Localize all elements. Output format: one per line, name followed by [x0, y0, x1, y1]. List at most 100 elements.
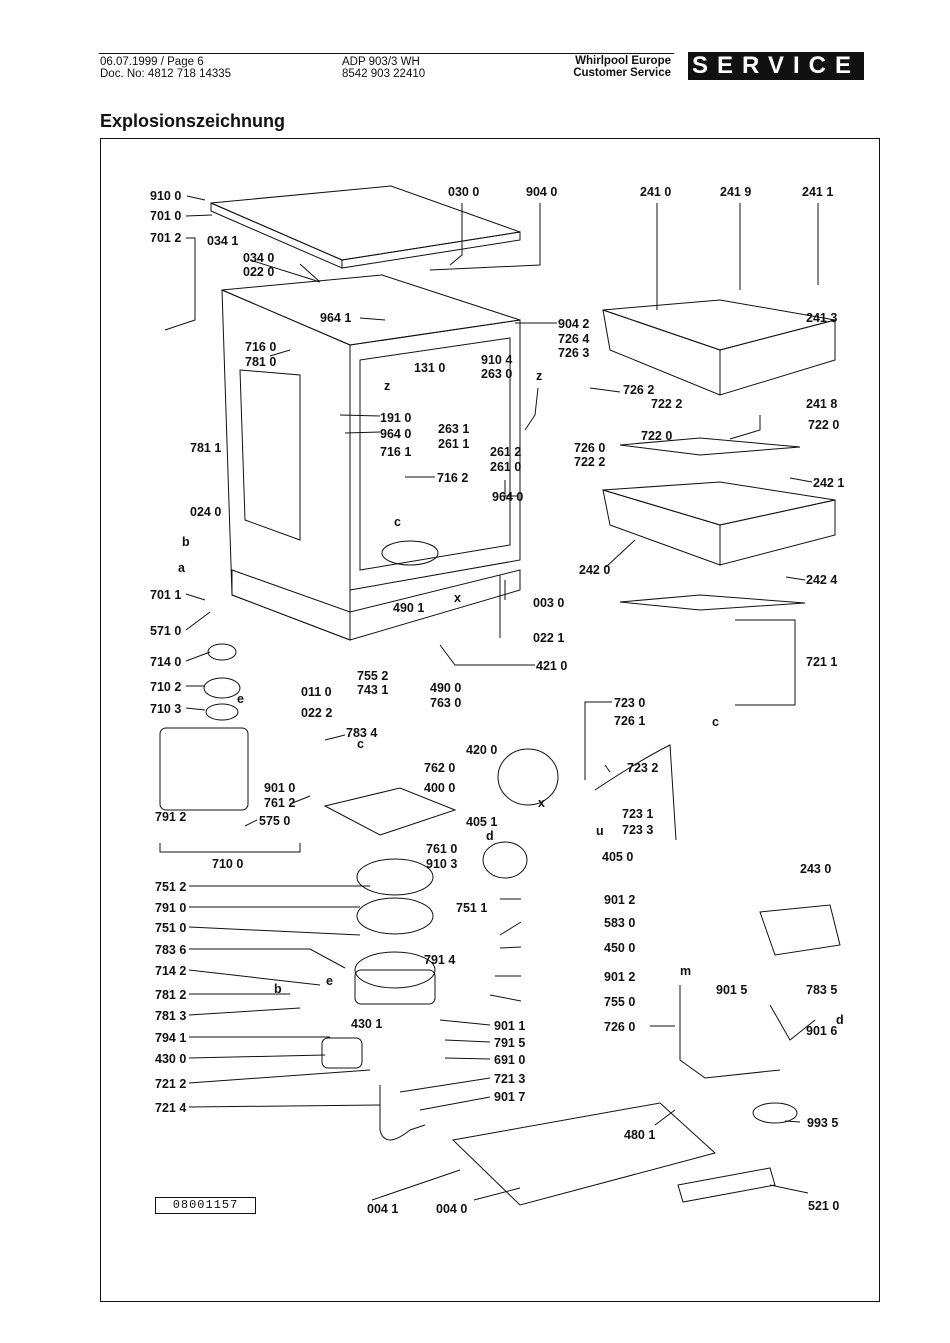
- header-date-doc: 06.07.1999 / Page 6 Doc. No: 4812 718 14…: [100, 56, 231, 80]
- ref-letter-d-2: d: [836, 1013, 844, 1027]
- part-outlines: [159, 185, 841, 1206]
- sump-gasket: [356, 858, 434, 896]
- label-723-1: 723 1: [622, 807, 653, 821]
- label-716-1: 716 1: [380, 445, 411, 459]
- sump-body: [354, 951, 436, 989]
- inlet-hose-2: [769, 1004, 816, 1041]
- leader-lines: [159, 195, 819, 1201]
- funnel: [752, 1102, 798, 1124]
- label-722-0a: 722 0: [641, 429, 672, 443]
- label-701-1: 701 1: [150, 588, 181, 602]
- label-783-6: 783 6: [155, 943, 186, 957]
- ref-letter-c: c: [394, 515, 401, 529]
- label-964-0a: 964 0: [380, 427, 411, 441]
- label-751-2: 751 2: [155, 880, 186, 894]
- label-003-0: 003 0: [533, 596, 564, 610]
- label-761-2: 761 2: [264, 796, 295, 810]
- drawing-frame: [100, 138, 880, 1302]
- filter-plate: [323, 787, 457, 836]
- label-783-4: 783 4: [346, 726, 377, 740]
- label-722-0b: 722 0: [808, 418, 839, 432]
- label-993-5: 993 5: [807, 1116, 838, 1130]
- label-964-1: 964 1: [320, 311, 351, 325]
- motor-body: [497, 748, 559, 806]
- ref-letter-e-2: e: [326, 974, 333, 988]
- label-723-3: 723 3: [622, 823, 653, 837]
- label-583-0: 583 0: [604, 916, 635, 930]
- label-004-1: 004 1: [367, 1202, 398, 1216]
- ref-letter-z-2: z: [536, 369, 542, 383]
- sump-ring: [356, 897, 434, 935]
- label-405-0: 405 0: [602, 850, 633, 864]
- label-781-3: 781 3: [155, 1009, 186, 1023]
- label-783-5: 783 5: [806, 983, 837, 997]
- label-405-1: 405 1: [466, 815, 497, 829]
- header-company: Whirlpool Europe Customer Service: [567, 55, 671, 79]
- ref-letter-d: d: [486, 829, 494, 843]
- label-743-1: 743 1: [357, 683, 388, 697]
- label-791-2: 791 2: [155, 810, 186, 824]
- label-751-0: 751 0: [155, 921, 186, 935]
- ref-letter-b-2: b: [274, 982, 282, 996]
- worktop-edge-right: [341, 231, 521, 269]
- label-781-1: 781 1: [190, 441, 221, 455]
- label-791-4: 791 4: [424, 953, 455, 967]
- cabinet-back: [221, 274, 521, 346]
- label-791-5: 791 5: [494, 1036, 525, 1050]
- label-726-4: 726 4: [558, 332, 589, 346]
- label-490-1: 490 1: [393, 601, 424, 615]
- label-263-0: 263 0: [481, 367, 512, 381]
- label-721-3: 721 3: [494, 1072, 525, 1086]
- sump-lower: [354, 969, 436, 1005]
- ref-letter-b: b: [182, 535, 190, 549]
- ref-letter-m: m: [680, 964, 691, 978]
- label-241-1: 241 1: [802, 185, 833, 199]
- label-022-1: 022 1: [533, 631, 564, 645]
- label-726-3: 726 3: [558, 346, 589, 360]
- label-721-2: 721 2: [155, 1077, 186, 1091]
- label-751-1: 751 1: [456, 901, 487, 915]
- header-doc-no: Doc. No: 4812 718 14335: [100, 68, 232, 80]
- label-723-0: 723 0: [614, 696, 645, 710]
- label-521-0: 521 0: [808, 1199, 839, 1213]
- cabinet-front: [349, 319, 521, 591]
- header-model-number: 8542 903 22410: [342, 68, 426, 80]
- label-261-2: 261 2: [490, 445, 521, 459]
- label-781-0: 781 0: [245, 355, 276, 369]
- label-901-0: 901 0: [264, 781, 295, 795]
- label-034-0: 034 0: [243, 251, 274, 265]
- inlet-hose: [679, 985, 781, 1079]
- upper-basket-right: [719, 319, 836, 396]
- ref-letter-x-2: x: [538, 796, 545, 810]
- label-964-0b: 964 0: [492, 490, 523, 504]
- header-rule: [99, 53, 674, 54]
- label-901-5: 901 5: [716, 983, 747, 997]
- upper-basket: [602, 299, 836, 351]
- label-400-0: 400 0: [424, 781, 455, 795]
- label-901-7: 901 7: [494, 1090, 525, 1104]
- label-755-2: 755 2: [357, 669, 388, 683]
- label-721-4: 721 4: [155, 1101, 186, 1115]
- label-901-6: 901 6: [806, 1024, 837, 1038]
- header-model: ADP 903/3 WH 8542 903 22410: [342, 56, 425, 80]
- ref-letter-z: z: [384, 379, 390, 393]
- ref-letter-x: x: [454, 591, 461, 605]
- label-714-2: 714 2: [155, 964, 186, 978]
- label-022-2: 022 2: [301, 706, 332, 720]
- label-430-0: 430 0: [155, 1052, 186, 1066]
- softener-cap: [207, 643, 237, 661]
- label-710-3: 710 3: [150, 702, 181, 716]
- control-panel: [677, 1167, 776, 1203]
- softener-gasket: [205, 703, 239, 721]
- label-755-0: 755 0: [604, 995, 635, 1009]
- label-261-0: 261 0: [490, 460, 521, 474]
- part-labels: 910 0 701 0 701 2 034 1 034 0 022 0 030 …: [150, 185, 844, 1216]
- label-901-1: 901 1: [494, 1019, 525, 1033]
- label-710-2: 710 2: [150, 680, 181, 694]
- label-191-0: 191 0: [380, 411, 411, 425]
- label-910-4: 910 4: [481, 353, 512, 367]
- label-490-0: 490 0: [430, 681, 461, 695]
- label-763-0: 763 0: [430, 696, 461, 710]
- label-131-0: 131 0: [414, 361, 445, 375]
